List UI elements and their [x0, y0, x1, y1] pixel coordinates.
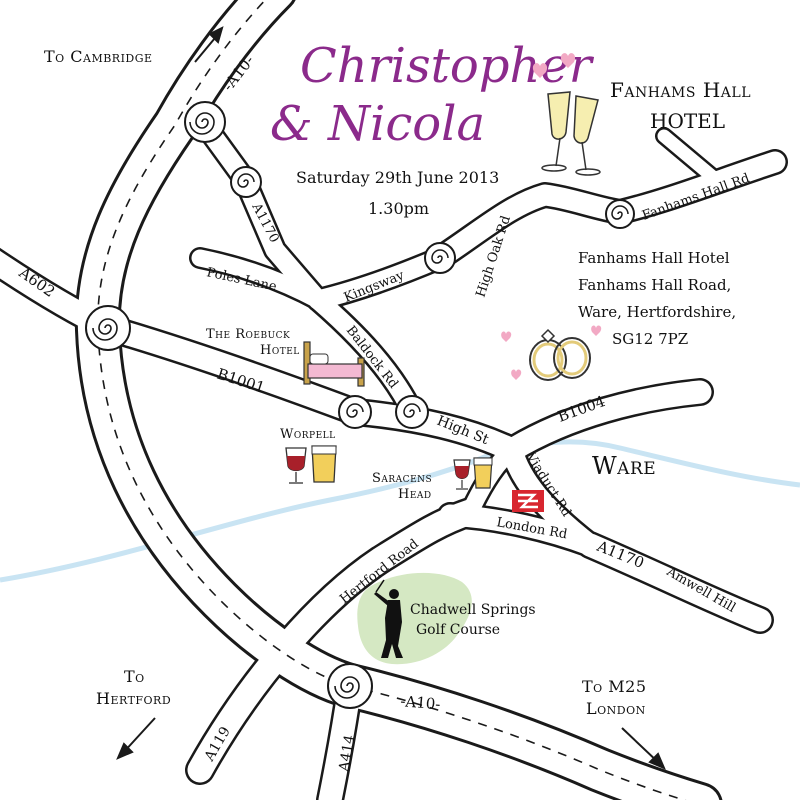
- railway-station-icon: [512, 490, 544, 512]
- place-label-roebuck-2: Hotel: [260, 343, 300, 358]
- place-label-golf-2: Golf Course: [416, 622, 500, 638]
- golf-course-area: [357, 572, 472, 665]
- place-label-saracens-1: Saracens: [372, 471, 432, 486]
- label-to-hertford-2: Hertford: [96, 689, 171, 708]
- address-line: Fanhams Hall Road,: [578, 276, 731, 294]
- wedding-rings-icon: [501, 325, 602, 381]
- champagne-glasses-icon: [532, 53, 601, 176]
- place-label-worpell: Worpell: [280, 427, 336, 442]
- arrow-to-cambridge-icon: [194, 26, 224, 63]
- arrow-to-m25-icon: [621, 727, 666, 770]
- roundabout-a10-north: [184, 101, 226, 143]
- golfer-icon: [374, 579, 403, 658]
- address-line: Ware, Hertfordshire,: [578, 303, 736, 321]
- label-to-m25-2: London: [586, 699, 646, 718]
- roundabout-kingsway: [424, 242, 456, 274]
- place-label-roebuck-1: The Roebuck: [206, 327, 290, 342]
- address-line: SG12 7PZ: [612, 330, 688, 348]
- place-label-golf-1: Chadwell Springs: [410, 602, 536, 618]
- venue-address: Fanhams Hall Hotel Fanhams Hall Road, Wa…: [578, 249, 736, 348]
- address-line: Fanhams Hall Hotel: [578, 249, 730, 267]
- wine-and-beer-icon: [453, 457, 493, 490]
- roundabout-a1170: [230, 166, 262, 198]
- title-line-2: & Nicola: [270, 96, 485, 152]
- roundabout-a602: [85, 305, 131, 351]
- road-fills: [97, 0, 687, 800]
- roundabout-fanhams: [605, 199, 635, 229]
- roundabouts: [85, 101, 635, 709]
- label-to-cambridge: To Cambridge: [44, 47, 153, 66]
- place-label-ware: Ware: [592, 452, 656, 480]
- place-label-saracens-2: Head: [398, 487, 432, 502]
- roundabout-a414: [327, 663, 373, 709]
- venue-name-line-1: Fanhams Hall: [610, 78, 751, 102]
- bed-icon: [303, 341, 365, 387]
- event-time: 1.30pm: [368, 199, 429, 218]
- roundabout-b1001: [338, 395, 372, 429]
- label-to-m25-1: To M25: [582, 677, 647, 696]
- direction-arrows: [116, 26, 666, 770]
- roundabout-baldock: [395, 395, 429, 429]
- title-line-1: Christopher: [300, 38, 595, 94]
- road-label-a10-south: -A10-: [400, 692, 441, 713]
- event-date: Saturday 29th June 2013: [296, 168, 499, 187]
- venue-name-line-2: HOTEL: [650, 109, 725, 133]
- road-label-baldock-rd: Baldock Rd: [343, 323, 401, 391]
- road-label-a414: A414: [336, 734, 358, 774]
- label-to-hertford-1: To: [124, 667, 145, 686]
- wine-and-beer-icon: [285, 445, 337, 484]
- arrow-to-hertford-icon: [116, 717, 156, 760]
